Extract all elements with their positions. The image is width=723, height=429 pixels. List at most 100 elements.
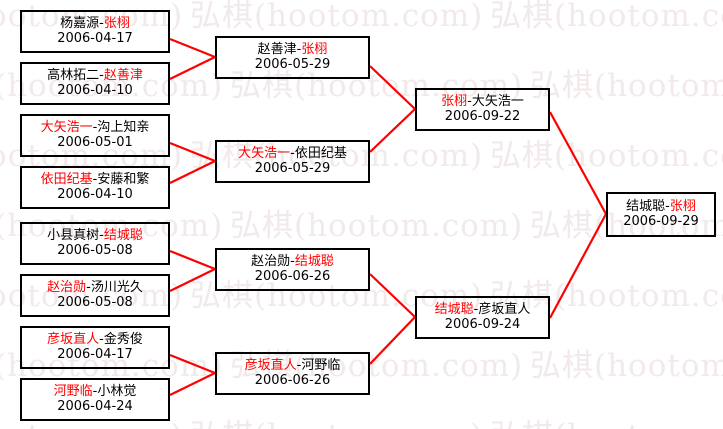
bracket-connector [169,141,216,163]
versus-separator: - [467,93,472,109]
bracket-connector [369,273,416,318]
match-date: 2006-04-10 [57,82,133,98]
player-right: 结城聪 [294,253,334,269]
bracket-connector [169,56,216,80]
match-date: 2006-09-24 [444,316,521,332]
player-right: 张栩 [669,198,696,214]
bracket-connector [169,268,216,292]
player-left: 结城聪 [434,301,474,317]
bracket-connector [169,372,216,396]
player-left: 赵治勋 [251,253,291,269]
player-left: 彦坂直人 [244,357,297,373]
versus-separator: - [290,145,295,161]
match-date: 2006-04-17 [57,346,133,362]
player-right: 金秀俊 [103,331,143,347]
player-right: 依田纪基 [294,145,347,161]
bracket-connector [169,160,216,184]
player-left: 张栩 [441,93,468,109]
player-left: 赵善津 [257,41,297,57]
player-right: 大矢浩一 [471,93,524,109]
match-players: 赵善津-张栩 [257,41,328,58]
match-date: 2006-04-17 [57,30,133,46]
match-date: 2006-06-26 [254,268,331,284]
match-date: 2006-09-22 [444,108,521,124]
bracket-connector [169,37,216,59]
player-left: 依田纪基 [40,171,93,187]
match-date: 2006-05-08 [57,242,133,258]
match-date: 2006-05-01 [57,134,133,150]
bracket-connector [169,353,216,375]
match-date: 2006-05-29 [254,56,331,72]
versus-separator: - [92,383,98,399]
bracket-connector [549,111,607,215]
versus-separator: - [99,15,104,31]
match-players: 彦坂直人-金秀俊 [47,331,143,348]
versus-separator: - [665,198,670,214]
player-left: 结城聪 [626,198,666,214]
player-right: 汤川光久 [90,279,143,295]
player-left: 杨嘉源 [60,15,100,31]
versus-separator: - [473,301,479,317]
match-players: 河野临-小林觉 [53,383,137,400]
versus-separator: - [296,41,302,57]
match-players: 高林拓二-赵善津 [47,67,143,84]
player-left: 小县真树 [47,227,100,243]
match-players: 大矢浩一-沟上知亲 [40,119,150,136]
player-left: 彦坂直人 [47,331,100,347]
versus-separator: - [86,279,91,295]
match-date: 2006-06-26 [254,372,331,388]
match-players: 依田纪基-安藤和繁 [40,171,150,188]
match-players: 小县真树-结城聪 [47,227,143,244]
bracket-connector [169,249,216,271]
match-players: 杨嘉源-张栩 [60,15,130,32]
versus-separator: - [92,119,98,135]
player-right: 河野临 [301,357,341,373]
versus-separator: - [296,357,302,373]
versus-separator: - [99,67,104,83]
match-players: 赵治勋-结城聪 [251,253,334,270]
versus-separator: - [92,171,98,187]
player-right: 赵善津 [103,67,143,83]
match-players: 结城聪-彦坂直人 [434,301,531,318]
match-date: 2006-04-10 [57,186,133,202]
match-players: 赵治勋-汤川光久 [47,279,143,296]
player-left: 高林拓二 [47,67,100,83]
player-right: 沟上知亲 [97,119,150,135]
versus-separator: - [290,253,295,269]
player-left: 河野临 [53,383,93,399]
match-date: 2006-09-29 [623,213,699,229]
player-left: 大矢浩一 [238,145,291,161]
player-left: 大矢浩一 [40,119,93,135]
player-right: 彦坂直人 [478,301,531,317]
match-players: 彦坂直人-河野临 [244,357,341,374]
match-date: 2006-05-29 [254,160,331,176]
player-right: 安藤和繁 [97,171,150,187]
match-players: 张栩-大矢浩一 [441,93,524,110]
bracket-connector [369,108,416,153]
versus-separator: - [99,331,104,347]
player-right: 结城聪 [103,227,143,243]
bracket-connector [369,316,416,365]
player-right: 小林觉 [97,383,137,399]
versus-separator: - [99,227,104,243]
match-date: 2006-04-24 [57,398,133,414]
player-left: 赵治勋 [47,279,87,295]
